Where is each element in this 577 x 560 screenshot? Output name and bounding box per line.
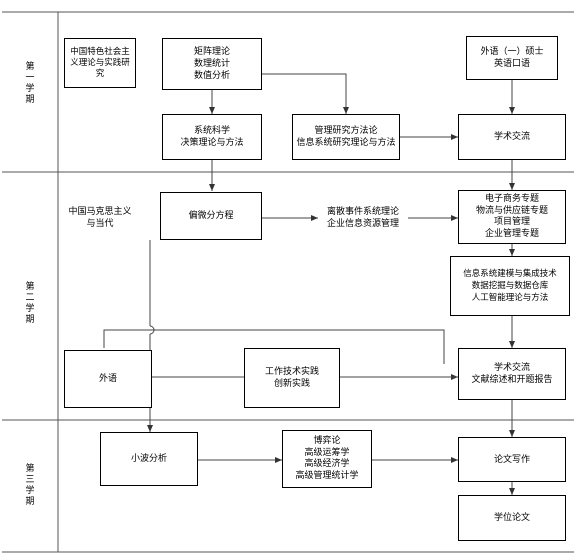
semester-3-char: 学 xyxy=(25,486,35,496)
course-socialism-theory: 中国特色社会主 义理论与实践研 究 xyxy=(64,38,136,88)
course-line: 中国马克思主义 xyxy=(68,207,132,217)
course-line: 数理统计 xyxy=(193,59,230,69)
connector-foreign-loop xyxy=(103,329,445,364)
course-line: 创新实践 xyxy=(273,379,310,389)
course-line: 与当代 xyxy=(86,219,114,229)
connector-matrix-to-mgmt xyxy=(262,73,349,114)
semester-2-char: 第 xyxy=(25,282,35,292)
course-line: 学术交流 xyxy=(493,132,530,142)
course-ecommerce-topics: 电子商务专题 物流与供应链专题 项目管理 企业管理专题 xyxy=(458,190,566,244)
course-line: 项目管理 xyxy=(493,217,530,227)
course-line: 管理研究方法论 xyxy=(314,126,378,136)
course-management-research: 管理研究方法论 信息系统研究理论与方法 xyxy=(292,114,400,160)
course-line: 离散事件系统理论 xyxy=(326,207,399,217)
course-game-theory: 博弈论 高级运筹学 高级经济学 高级管理统计学 xyxy=(282,430,372,488)
course-academic-exchange-2: 学术交流 文献综述和开题报告 xyxy=(458,348,566,400)
course-wavelet-analysis: 小波分析 xyxy=(100,432,198,486)
course-line: 义理论与实践研 xyxy=(70,57,130,68)
course-line: 偏微分方程 xyxy=(188,211,234,221)
semester-3-char: 三 xyxy=(25,475,35,485)
course-line: 究 xyxy=(95,68,105,79)
table-frame xyxy=(2,11,574,553)
course-line: 学术交流 xyxy=(493,363,530,373)
course-line: 决策理论与方法 xyxy=(180,138,244,148)
course-marxism: 中国马克思主义 与当代 xyxy=(64,198,136,238)
semester-3-label: 第 三 学 期 xyxy=(24,464,36,508)
course-matrix-theory: 矩阵理论 数理统计 数值分析 xyxy=(162,38,262,90)
semester-3-char: 期 xyxy=(25,497,35,507)
course-line: 外语（一）硕士 xyxy=(480,47,544,57)
course-line: 博弈论 xyxy=(313,436,341,446)
semester-1-label: 第 一 学 期 xyxy=(24,62,36,106)
semester-2-char: 期 xyxy=(25,315,35,325)
course-line: 文献综述和开题报告 xyxy=(471,375,553,385)
course-line: 高级经济学 xyxy=(304,459,350,469)
semester-1-char: 期 xyxy=(25,95,35,105)
course-foreign-language-1: 外语（一）硕士 英语口语 xyxy=(466,36,558,80)
course-line: 工作技术实践 xyxy=(264,367,319,377)
semester-3-char: 第 xyxy=(25,464,35,474)
course-line: 信息系统研究理论与方法 xyxy=(296,138,396,148)
course-work-practice: 工作技术实践 创新实践 xyxy=(244,348,340,408)
course-line: 论文写作 xyxy=(493,454,530,465)
semester-1-char: 一 xyxy=(25,73,35,83)
course-line: 企业信息资源管理 xyxy=(326,219,399,229)
semester-1-char: 学 xyxy=(25,84,35,94)
course-pde: 偏微分方程 xyxy=(160,192,262,240)
course-degree-thesis: 学位论文 xyxy=(458,495,566,541)
course-systems-science: 系统科学 决策理论与方法 xyxy=(162,114,262,160)
course-line: 小波分析 xyxy=(130,454,167,464)
course-line: 系统科学 xyxy=(193,126,230,136)
course-academic-exchange-1: 学术交流 xyxy=(458,114,566,160)
course-line: 矩阵理论 xyxy=(193,47,230,57)
course-line: 外语 xyxy=(98,374,117,384)
course-discrete-event: 离散事件系统理论 企业信息资源管理 xyxy=(318,196,408,240)
semester-2-label: 第 二 学 期 xyxy=(24,282,36,326)
course-line: 人工智能理论与方法 xyxy=(471,293,549,303)
semester-2-char: 学 xyxy=(25,304,35,314)
semester-2-char: 二 xyxy=(25,293,35,303)
course-line: 企业管理专题 xyxy=(484,228,539,239)
course-line: 物流与供应链专题 xyxy=(475,205,548,216)
course-line: 高级管理统计学 xyxy=(295,470,359,481)
course-line: 英语口语 xyxy=(493,59,530,69)
course-line: 信息系统建模与集成技术 xyxy=(463,269,557,279)
course-foreign-language-2: 外语 xyxy=(64,350,152,408)
course-thesis-writing: 论文写作 xyxy=(458,437,566,482)
course-line: 数值分析 xyxy=(193,71,230,81)
course-line: 中国特色社会主 xyxy=(70,46,130,57)
course-line: 电子商务专题 xyxy=(484,194,539,204)
semester-1-char: 第 xyxy=(25,62,35,72)
course-information-systems: 信息系统建模与集成技术 数据挖掘与数据仓库 人工智能理论与方法 xyxy=(450,256,570,316)
course-line: 学位论文 xyxy=(493,513,530,523)
course-line: 数据挖掘与数据仓库 xyxy=(471,281,549,291)
course-line: 高级运筹学 xyxy=(304,447,350,458)
